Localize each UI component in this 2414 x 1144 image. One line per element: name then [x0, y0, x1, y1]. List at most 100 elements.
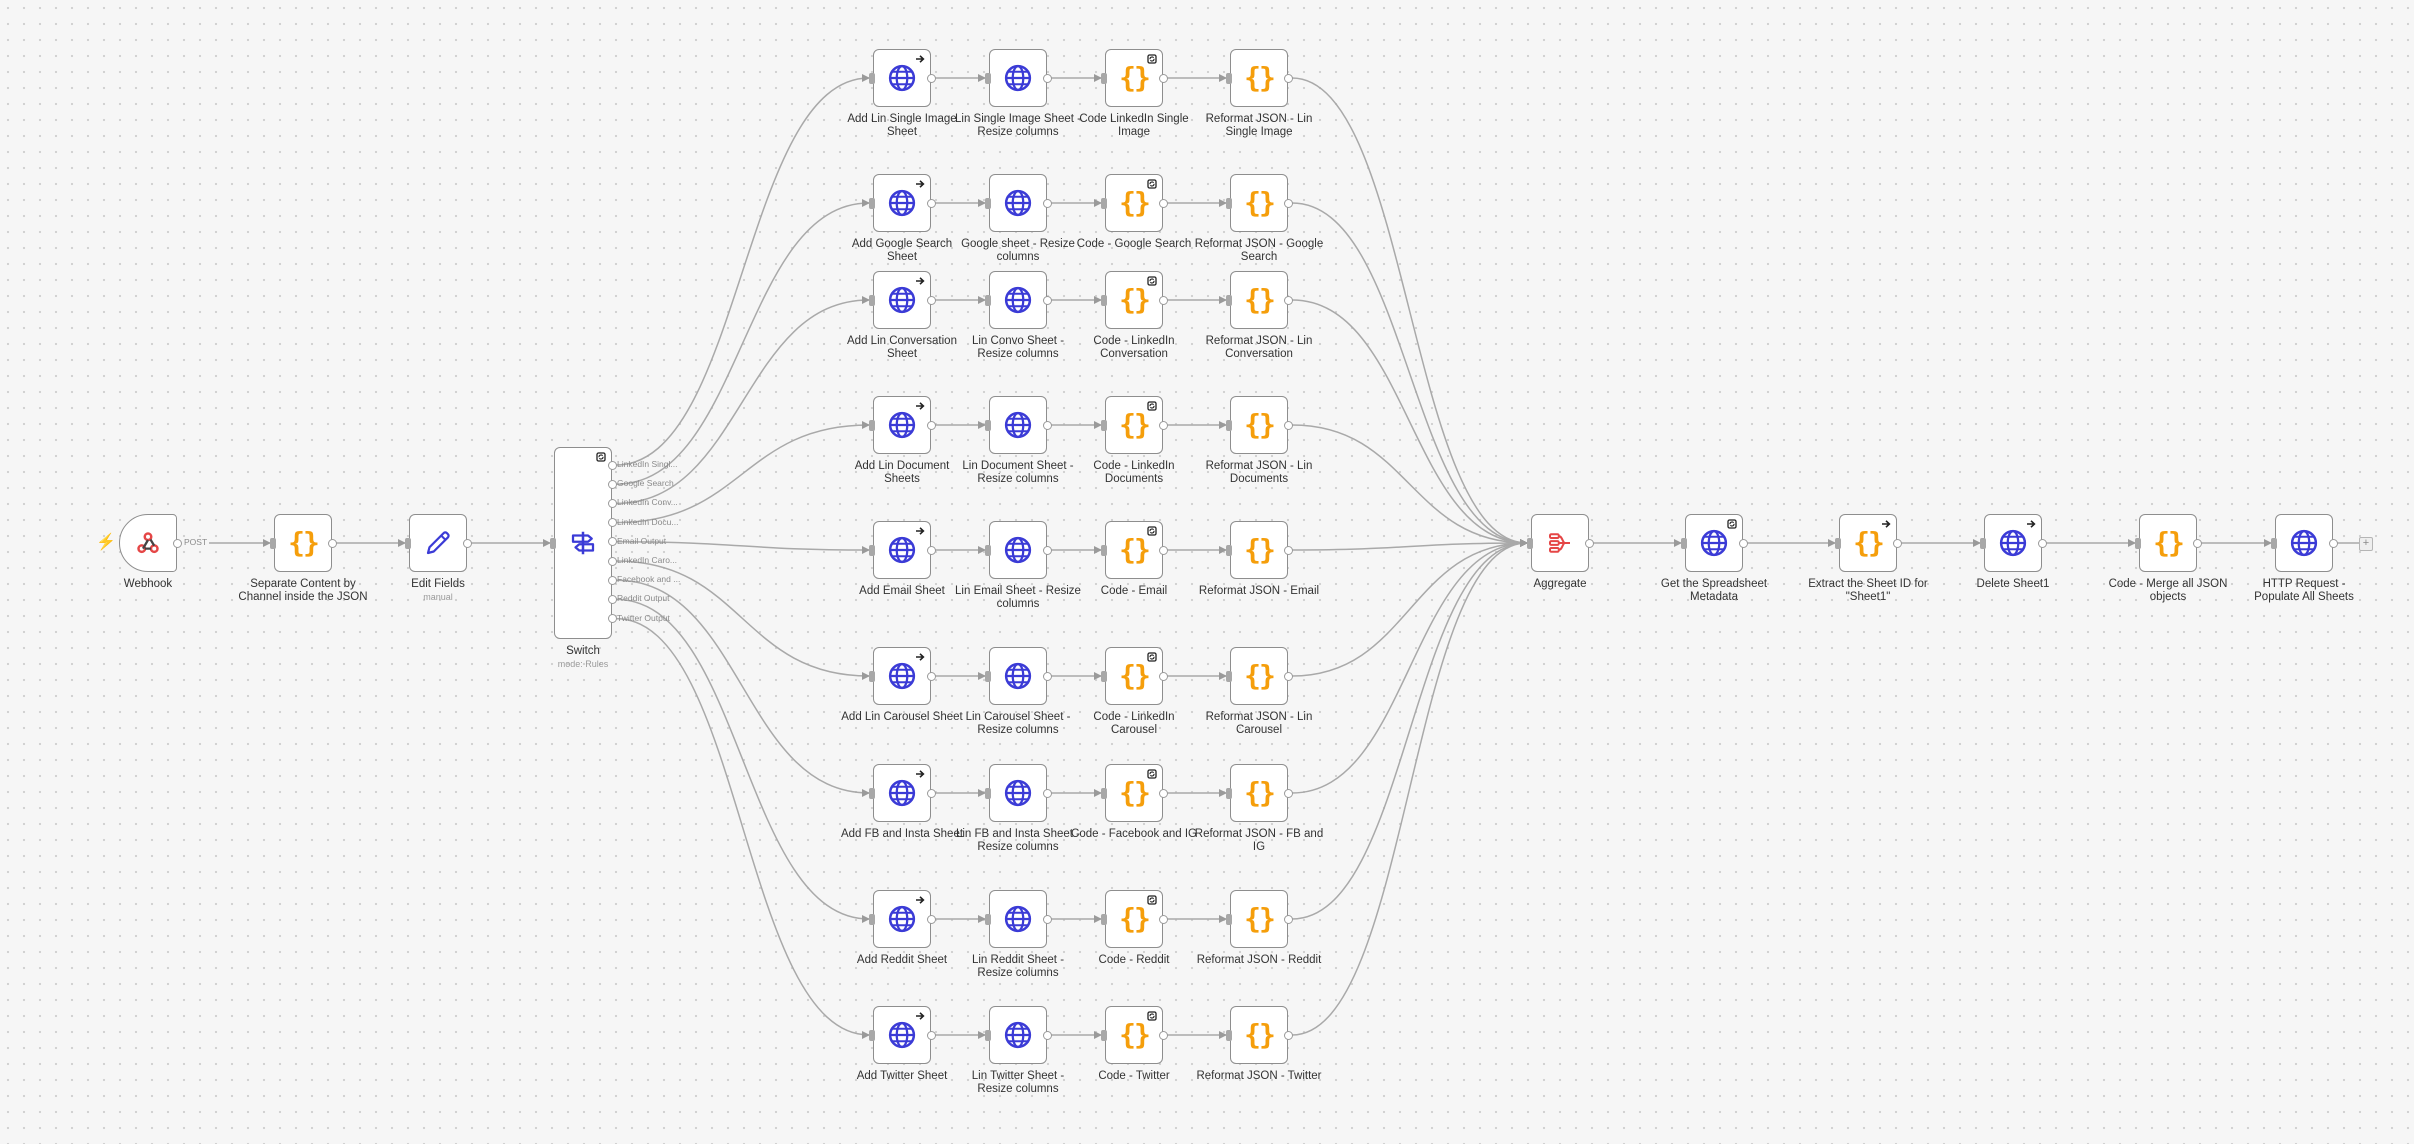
input-port[interactable]	[869, 670, 875, 682]
add-sheet-node[interactable]	[873, 1006, 931, 1064]
resize-columns-node[interactable]	[989, 174, 1047, 232]
add-sheet-node[interactable]	[873, 49, 931, 107]
output-port[interactable]	[462, 538, 472, 548]
resize-columns-node[interactable]	[989, 396, 1047, 454]
code-node[interactable]: {}	[1105, 49, 1163, 107]
input-port[interactable]	[869, 294, 875, 306]
input-port[interactable]	[1226, 197, 1232, 209]
output-port[interactable]	[1283, 198, 1293, 208]
add-sheet-node[interactable]	[873, 174, 931, 232]
input-port[interactable]	[1101, 670, 1107, 682]
add-sheet-node[interactable]	[873, 271, 931, 329]
output-port[interactable]	[926, 73, 936, 83]
output-port[interactable]	[1283, 788, 1293, 798]
resize-columns-node[interactable]	[989, 647, 1047, 705]
input-port[interactable]	[1101, 787, 1107, 799]
input-port[interactable]	[1980, 537, 1986, 549]
input-port[interactable]	[1226, 544, 1232, 556]
switch-output-port[interactable]	[607, 537, 617, 547]
reformat-json-node[interactable]: {}	[1230, 174, 1288, 232]
code-node[interactable]: {}	[1105, 396, 1163, 454]
input-port[interactable]	[869, 913, 875, 925]
input-port[interactable]	[1101, 419, 1107, 431]
input-port[interactable]	[405, 537, 411, 549]
add-node-plus-icon[interactable]: +	[2359, 537, 2373, 551]
input-port[interactable]	[1101, 72, 1107, 84]
delete-sheet1-node[interactable]	[1984, 514, 2042, 572]
input-port[interactable]	[1101, 913, 1107, 925]
reformat-json-node[interactable]: {}	[1230, 1006, 1288, 1064]
code-node[interactable]: {}	[1105, 521, 1163, 579]
input-port[interactable]	[1681, 537, 1687, 549]
input-port[interactable]	[1226, 294, 1232, 306]
reformat-json-node[interactable]: {}	[1230, 764, 1288, 822]
resize-columns-node[interactable]	[989, 49, 1047, 107]
output-port[interactable]	[327, 538, 337, 548]
output-port[interactable]	[1042, 671, 1052, 681]
resize-columns-node[interactable]	[989, 1006, 1047, 1064]
input-port[interactable]	[985, 197, 991, 209]
aggregate-node[interactable]	[1531, 514, 1589, 572]
input-port[interactable]	[985, 544, 991, 556]
input-port[interactable]	[869, 419, 875, 431]
add-sheet-node[interactable]	[873, 521, 931, 579]
http-populate-sheets-node[interactable]	[2275, 514, 2333, 572]
switch-output-port[interactable]	[607, 518, 617, 528]
input-port[interactable]	[1226, 913, 1232, 925]
input-port[interactable]	[1226, 419, 1232, 431]
output-port[interactable]	[1158, 545, 1168, 555]
switch-output-port[interactable]	[607, 575, 617, 585]
input-port[interactable]	[1101, 197, 1107, 209]
output-port[interactable]	[926, 420, 936, 430]
switch-output-port[interactable]	[607, 498, 617, 508]
output-port[interactable]	[926, 788, 936, 798]
input-port[interactable]	[1226, 787, 1232, 799]
edit-fields-node[interactable]	[409, 514, 467, 572]
extract-sheet-id-node[interactable]: {}	[1839, 514, 1897, 572]
code-node[interactable]: {}	[1105, 647, 1163, 705]
output-port[interactable]	[1158, 671, 1168, 681]
output-port[interactable]	[1042, 545, 1052, 555]
output-port[interactable]	[1738, 538, 1748, 548]
input-port[interactable]	[270, 537, 276, 549]
input-port[interactable]	[985, 787, 991, 799]
input-port[interactable]	[985, 72, 991, 84]
input-port[interactable]	[1226, 670, 1232, 682]
reformat-json-node[interactable]: {}	[1230, 890, 1288, 948]
output-port[interactable]	[1158, 295, 1168, 305]
output-port[interactable]	[1283, 914, 1293, 924]
output-port[interactable]	[1283, 671, 1293, 681]
input-port[interactable]	[985, 294, 991, 306]
output-port[interactable]	[926, 295, 936, 305]
output-port[interactable]	[926, 198, 936, 208]
output-port[interactable]	[1892, 538, 1902, 548]
output-port[interactable]	[1042, 73, 1052, 83]
output-port[interactable]	[2037, 538, 2047, 548]
code-node[interactable]: {}	[1105, 174, 1163, 232]
output-port[interactable]	[1042, 198, 1052, 208]
output-port[interactable]	[1042, 914, 1052, 924]
output-port[interactable]	[2328, 538, 2338, 548]
output-port[interactable]	[2192, 538, 2202, 548]
output-port[interactable]	[1158, 198, 1168, 208]
get-spreadsheet-metadata-node[interactable]	[1685, 514, 1743, 572]
output-port[interactable]	[926, 1030, 936, 1040]
input-port[interactable]	[869, 197, 875, 209]
output-port[interactable]	[1158, 914, 1168, 924]
output-port[interactable]	[926, 914, 936, 924]
output-port[interactable]	[1042, 1030, 1052, 1040]
output-port[interactable]	[926, 545, 936, 555]
switch-output-port[interactable]	[607, 460, 617, 470]
input-port[interactable]	[985, 1029, 991, 1041]
output-port[interactable]	[1158, 420, 1168, 430]
switch-output-port[interactable]	[607, 594, 617, 604]
add-sheet-node[interactable]	[873, 647, 931, 705]
input-port[interactable]	[2271, 537, 2277, 549]
input-port[interactable]	[2135, 537, 2141, 549]
input-port[interactable]	[985, 913, 991, 925]
reformat-json-node[interactable]: {}	[1230, 271, 1288, 329]
input-port[interactable]	[1527, 537, 1533, 549]
input-port[interactable]	[1835, 537, 1841, 549]
switch-output-port[interactable]	[607, 556, 617, 566]
output-port[interactable]	[926, 671, 936, 681]
